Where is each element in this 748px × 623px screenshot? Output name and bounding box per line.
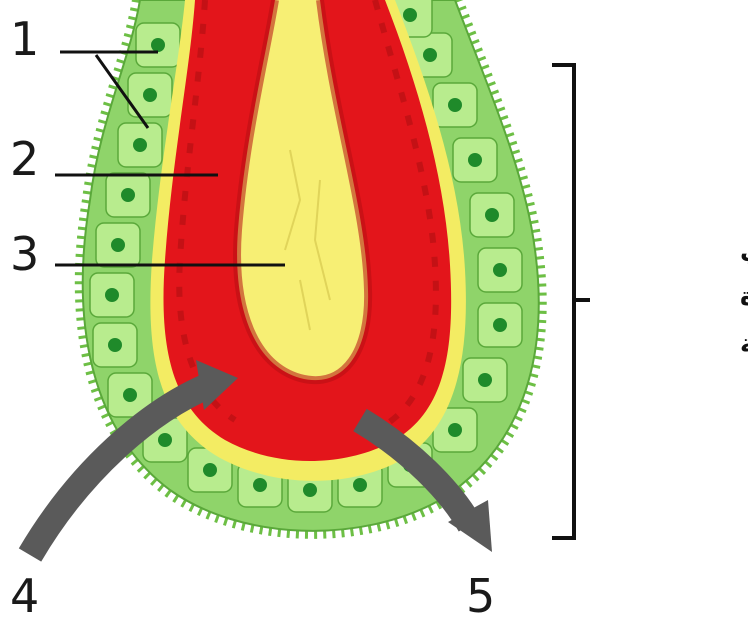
cell-nucleus	[111, 238, 125, 252]
cell-nucleus	[203, 463, 217, 477]
cell-nucleus	[303, 483, 317, 497]
caption-line-1: مقطع في	[740, 235, 748, 265]
cell-nucleus	[468, 153, 482, 167]
cell-nucleus	[448, 423, 462, 437]
cell-nucleus	[478, 373, 492, 387]
cell-nucleus	[493, 263, 507, 277]
section-bracket	[552, 65, 590, 538]
cell-nucleus	[133, 138, 147, 152]
cell-nucleus	[108, 338, 122, 352]
cell-nucleus	[105, 288, 119, 302]
label-2: 2	[10, 132, 39, 186]
cell-nucleus	[448, 98, 462, 112]
cell-nucleus	[143, 88, 157, 102]
label-1: 1	[10, 12, 39, 66]
cell-nucleus	[423, 48, 437, 62]
cell-nucleus	[121, 188, 135, 202]
label-3: 3	[10, 227, 39, 281]
cell-nucleus	[158, 433, 172, 447]
caption-line-3: المشيمية	[740, 329, 748, 358]
cell-nucleus	[353, 478, 367, 492]
cell-nucleus	[403, 8, 417, 22]
cell-nucleus	[493, 318, 507, 332]
cell-nucleus	[123, 388, 137, 402]
label-4: 4	[10, 569, 39, 623]
cell-nucleus	[485, 208, 499, 222]
caption-line-2: الضفيرة	[740, 282, 748, 312]
cell-nucleus	[151, 38, 165, 52]
cell-nucleus	[253, 478, 267, 492]
label-5: 5	[466, 569, 495, 623]
